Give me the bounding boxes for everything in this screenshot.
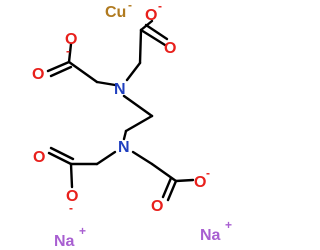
- bond-c10-o7-a: [166, 179, 178, 202]
- oxygen-atom-7: O: [151, 198, 163, 215]
- bonds: [46, 19, 195, 202]
- charge-o3: -: [66, 44, 70, 58]
- charge-na2: +: [225, 218, 232, 232]
- oxygen-atom-1: O -: [145, 0, 162, 24]
- oxygen-atom-3: O -: [65, 31, 77, 58]
- bond-n2-c9: [131, 150, 154, 166]
- sodium-atom-2: Na +: [200, 218, 232, 244]
- oxygen-atom-8: O -: [194, 166, 210, 191]
- oxygen-atom-4: O: [32, 66, 44, 83]
- bond-n1-c5: [122, 94, 154, 118]
- atom-label-na2: Na: [200, 227, 221, 244]
- nitrogen-atom-1: N: [114, 81, 126, 98]
- bond-n2-c7: [95, 150, 117, 166]
- bond-c1-c2: [138, 28, 143, 65]
- oxygen-atom-6: O -: [66, 188, 78, 215]
- copper-atom: Cu -: [105, 0, 132, 21]
- atom-label-na1: Na: [54, 233, 75, 250]
- bond-c5-c6: [124, 114, 154, 133]
- oxygen-atom-2: O: [164, 40, 176, 57]
- atom-label-n2: N: [118, 139, 130, 156]
- atom-label-cu: Cu: [105, 4, 126, 21]
- bond-c8-o5-a: [47, 151, 73, 166]
- bond-o3-c3: [67, 42, 73, 64]
- atom-label-o8: O: [194, 174, 206, 191]
- atom-label-o6: O: [66, 188, 78, 205]
- bond-c10-o8: [174, 178, 195, 183]
- bond-c3-o4-b: [49, 65, 73, 78]
- bond-c8-o5-b: [49, 146, 75, 161]
- bond-c1-o2-b: [144, 23, 169, 41]
- atom-label-o7: O: [151, 198, 163, 215]
- atom-label-o5: O: [33, 149, 45, 166]
- bond-c4-n1: [95, 80, 117, 87]
- atom-label-n1: N: [114, 81, 126, 98]
- atom-labels: Cu - O - O O - O N N: [32, 0, 232, 250]
- structural-formula: Cu - O - O O - O N N: [32, 0, 233, 250]
- atom-label-o4: O: [32, 66, 44, 83]
- oxygen-atom-5: O: [33, 149, 45, 166]
- charge-o1: -: [158, 0, 162, 13]
- molecule-drawing: Cu - O - O O - O N N: [32, 0, 232, 250]
- atom-label-o2: O: [164, 40, 176, 57]
- bond-c1-o2-a: [139, 28, 167, 47]
- charge-o8: -: [206, 166, 210, 180]
- bond-c9-c10: [150, 162, 178, 183]
- charge-cu: -: [128, 0, 132, 12]
- bond-c6-n2: [122, 129, 128, 141]
- charge-o6: -: [69, 201, 73, 215]
- bond-c3-o4-a: [46, 60, 71, 73]
- bond-c10-o7-b: [161, 176, 173, 199]
- sodium-atom-1: Na +: [54, 224, 86, 250]
- bond-c2-n1: [125, 61, 142, 82]
- bond-c3-c4: [67, 60, 99, 84]
- charge-na1: +: [79, 224, 86, 238]
- atom-label-o3: O: [65, 31, 77, 48]
- atom-label-o1: O: [145, 7, 157, 24]
- nitrogen-atom-2: N: [118, 139, 130, 156]
- bond-c8-o6: [69, 162, 74, 189]
